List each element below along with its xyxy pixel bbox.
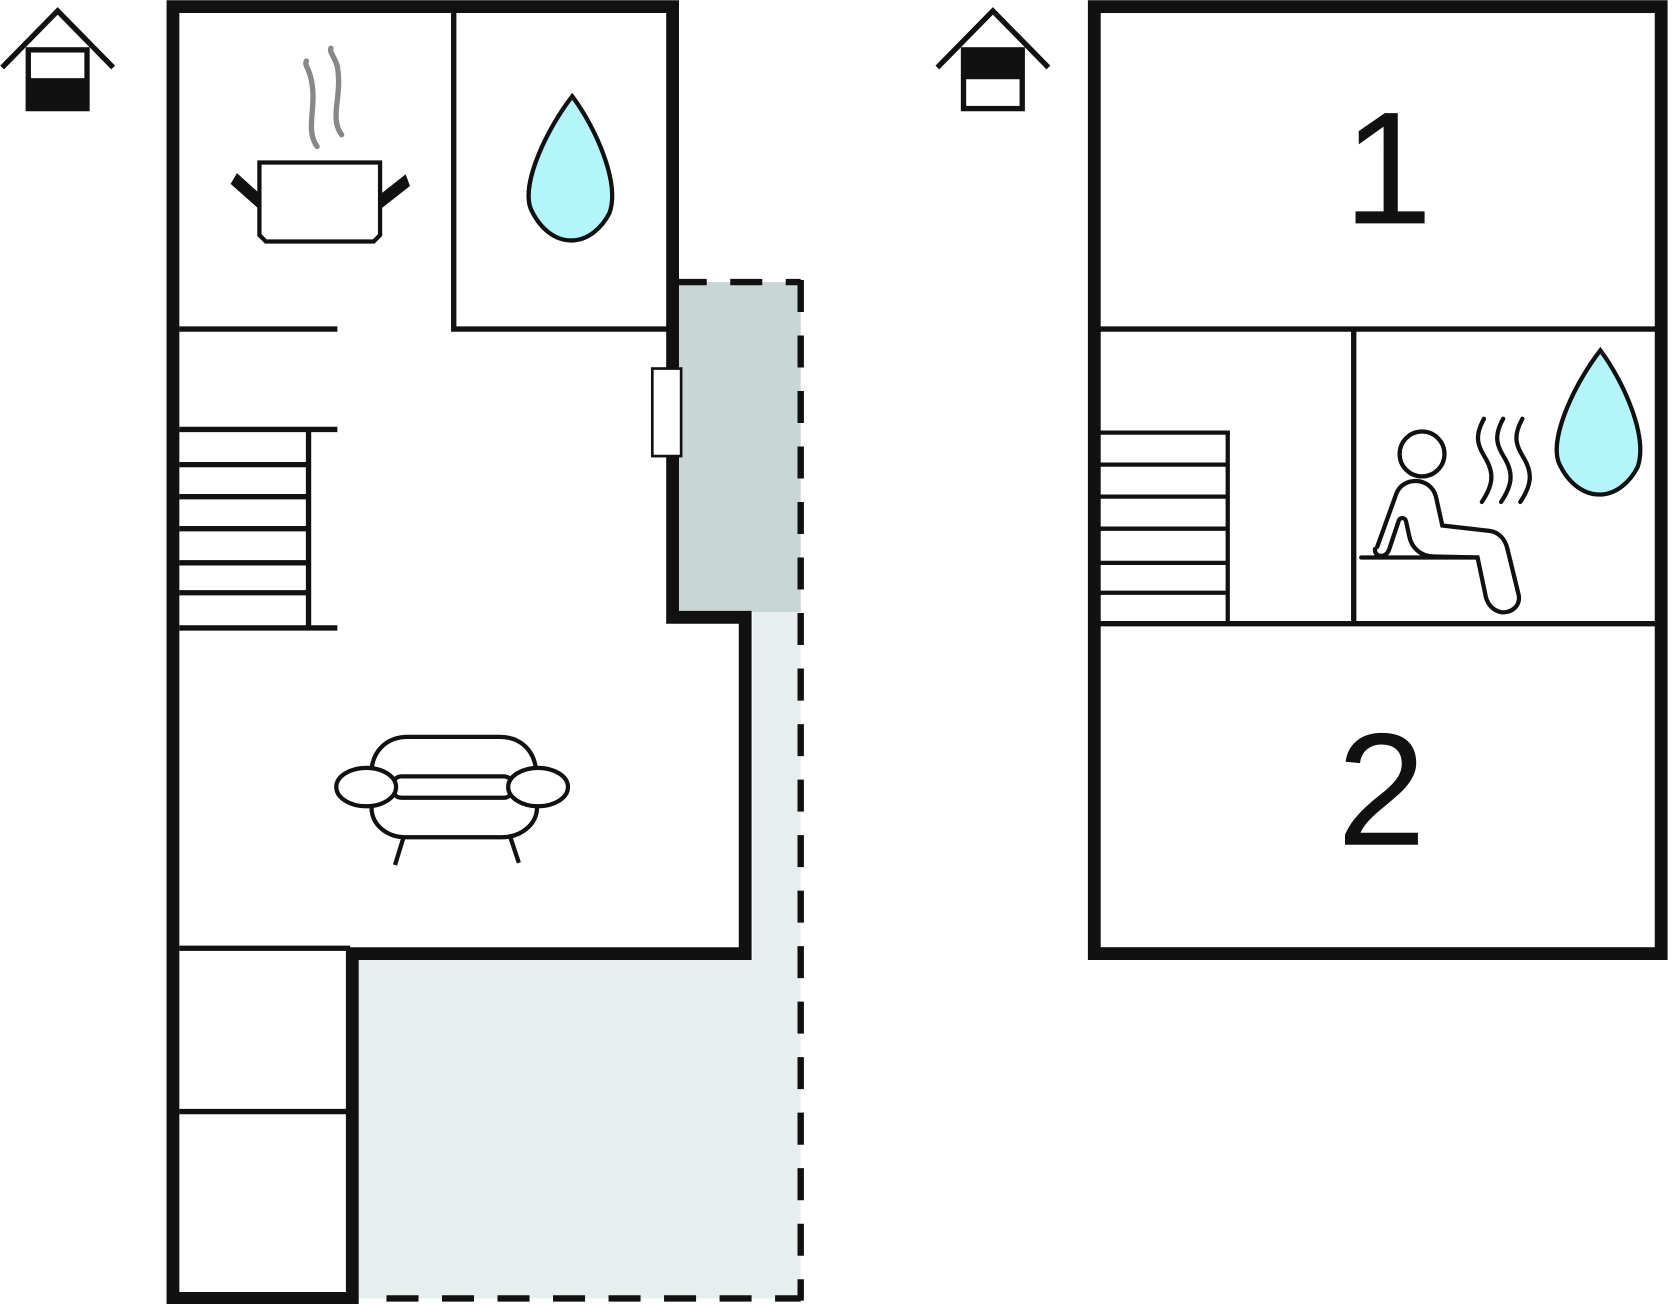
bedroom-2-label: 2 <box>1337 700 1426 879</box>
living-room-sofa-icon <box>334 734 571 866</box>
terrace-boundary <box>386 278 804 1302</box>
upper-floor-walls <box>1087 0 1668 961</box>
ground-floor-walls <box>166 0 752 1304</box>
bathroom-water-drop-icon <box>526 92 615 243</box>
kitchen-pot-icon <box>230 45 410 244</box>
ground-floor-house-icon <box>0 7 116 112</box>
bedroom-1-label: 1 <box>1343 78 1432 257</box>
upper-floor-stairs <box>1099 430 1230 624</box>
ground-floor-stairs <box>179 426 338 631</box>
upper-floor-house-icon <box>935 7 1051 112</box>
open-terrace <box>356 611 801 1299</box>
sauna-icon <box>1359 416 1532 615</box>
terrace-door <box>650 367 683 458</box>
sauna-water-drop-icon <box>1554 346 1643 497</box>
covered-terrace <box>674 282 801 612</box>
